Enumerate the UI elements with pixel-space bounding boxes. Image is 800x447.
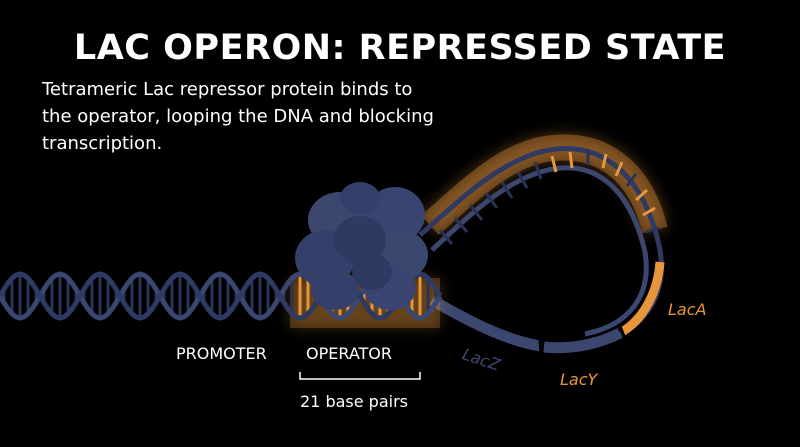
lac-repressor-protein (295, 182, 428, 310)
operator-label: OPERATOR (306, 344, 393, 363)
lacz-region (429, 295, 541, 352)
operator-length-label: 21 base pairs (300, 392, 408, 411)
base-pair (634, 188, 649, 202)
lacy-region (543, 328, 623, 354)
base-pair (484, 192, 499, 209)
laca-region (619, 261, 665, 336)
dna-loop (418, 134, 668, 348)
base-pair (614, 161, 624, 177)
base-pair (500, 181, 514, 199)
base-pair (601, 153, 608, 169)
gene-divider (618, 325, 627, 340)
base-pair (625, 173, 638, 187)
gene-label-laca: LacA (668, 300, 707, 319)
operator-bracket (299, 372, 421, 380)
base-pair (516, 171, 529, 189)
base-pair (645, 226, 660, 234)
base-pair (468, 204, 484, 221)
base-pair (453, 217, 469, 233)
base-pair (550, 155, 558, 173)
base-pair (438, 229, 454, 245)
description: Tetrameric Lac repressor protein binds t… (42, 79, 434, 154)
gene-regions (429, 261, 665, 355)
promoter-label: PROMOTER (176, 344, 267, 363)
gene-divider (538, 339, 543, 355)
gene-label-lacy: LacY (560, 370, 598, 389)
base-pair (568, 151, 574, 169)
base-pair (642, 206, 656, 217)
base-pair (533, 161, 543, 180)
page-title: LAC OPERON: REPRESSED STATE (73, 28, 727, 68)
